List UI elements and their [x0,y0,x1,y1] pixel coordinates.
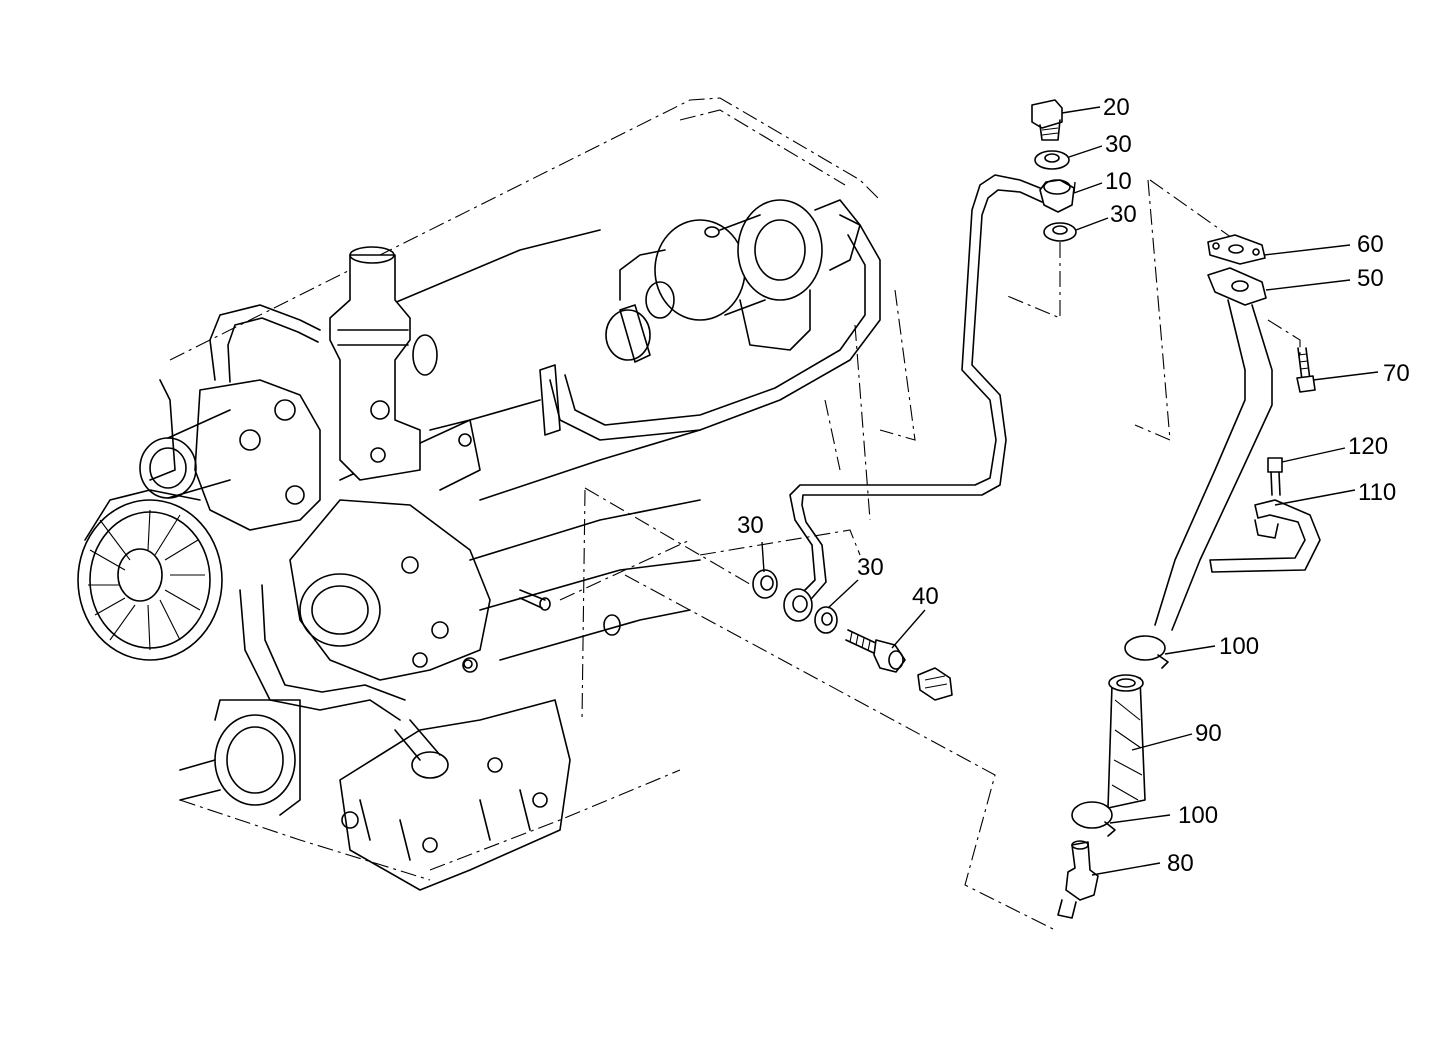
callout-labels: 20 30 10 30 60 50 70 120 110 30 30 40 10… [737,94,1410,877]
callout-100: 100 [1219,633,1259,660]
fitting-80 [1057,840,1099,919]
callout-110: 110 [1358,479,1396,506]
callout-30: 30 [1110,201,1137,228]
leader-lines [761,106,1379,876]
banjo-bolt-40 [845,629,906,673]
callout-60: 60 [1357,231,1384,258]
bolt-70 [1296,347,1316,393]
callout-30: 30 [1105,131,1132,158]
rubber-hose-90 [1107,674,1146,809]
oil-return-gasket-50 [1207,267,1267,306]
callout-100: 100 [1178,802,1218,829]
oil-return-pipe [1154,299,1273,631]
hose-clamp-100-bottom [1071,801,1116,837]
engine-block [77,97,881,891]
oil-return-flange-60 [1207,234,1266,265]
banjo-fitting-lower [783,588,813,622]
sealing-washer-30-mid [1043,222,1077,242]
bolt-120 [1267,457,1283,496]
banjo-bolt-20 [1031,99,1063,141]
callout-30: 30 [857,554,884,581]
callout-70: 70 [1383,360,1410,387]
pressure-sensor [917,667,953,701]
reference-lines [581,179,1301,931]
callout-80: 80 [1167,850,1194,877]
callout-20: 20 [1103,94,1130,121]
callout-50: 50 [1357,265,1384,292]
callout-10: 10 [1105,168,1132,195]
oil-feed-pipe [789,174,1046,606]
callout-40: 40 [912,583,939,610]
clamp-110 [1209,499,1321,573]
callout-90: 90 [1195,720,1222,747]
sealing-washer-30-top [1034,150,1070,170]
callout-30: 30 [737,512,764,539]
banjo-fitting-10 [1039,179,1075,213]
callout-120: 120 [1348,433,1388,460]
sealing-washer-30-lower-left [752,569,778,599]
sealing-washer-30-lower-right [814,606,838,634]
hose-clamp-100-top [1124,635,1169,669]
